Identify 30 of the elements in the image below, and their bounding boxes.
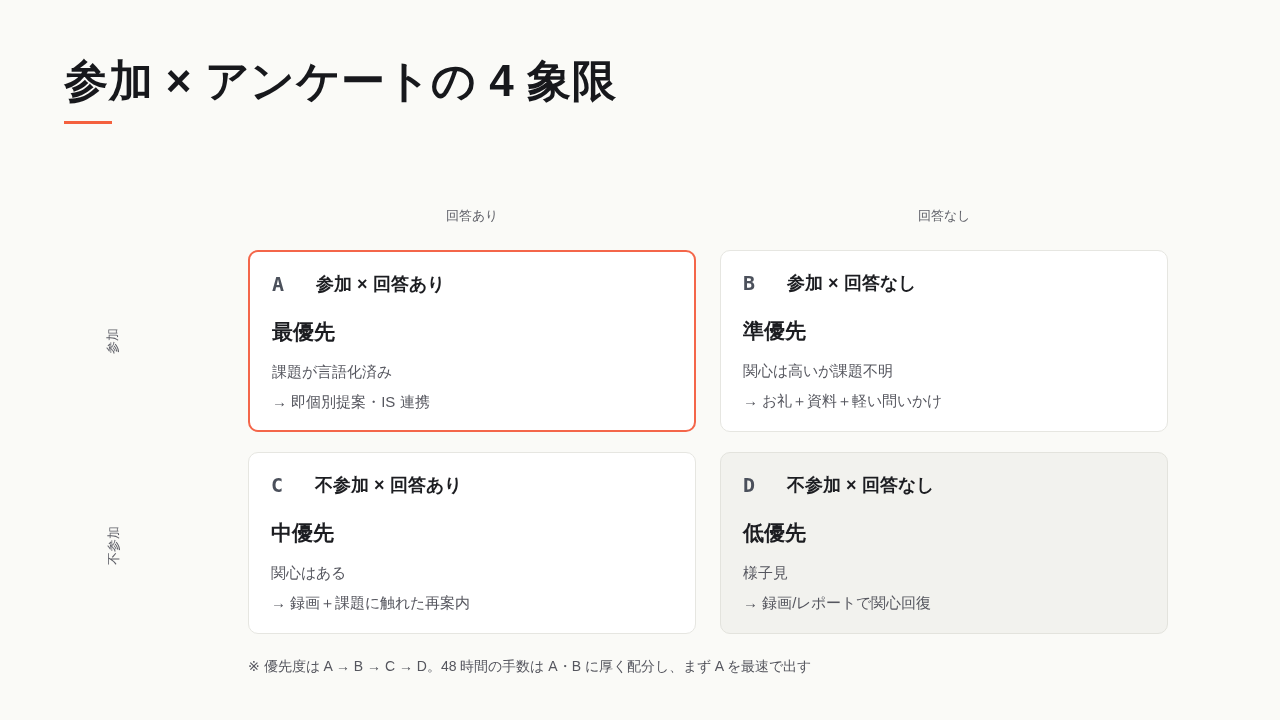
priority-label: 準優先 [743, 318, 806, 344]
description-text: 様子見 [743, 563, 788, 583]
quadrant-heading: 参加 × 回答なし [787, 272, 916, 295]
priority-label: 低優先 [743, 520, 806, 546]
quadrant-card [248, 250, 696, 432]
priority-label: 中優先 [271, 520, 334, 546]
action-text: → 録画＋課題に触れた再案内 [271, 593, 471, 613]
quadrant-card [248, 452, 696, 634]
description-text: 関心はある [271, 563, 346, 583]
quadrant-heading: 不参加 × 回答なし [787, 474, 934, 497]
quadrant-heading: 不参加 × 回答あり [315, 474, 462, 497]
description-text: 関心は高いが課題不明 [743, 361, 893, 381]
column-header: 回答なし [918, 208, 970, 224]
description-text: 課題が言語化済み [272, 362, 392, 382]
priority-label: 最優先 [272, 319, 335, 345]
action-text: → お礼＋資料＋軽い問いかけ [743, 391, 943, 411]
quadrant-letter: C [271, 472, 284, 498]
quadrant-letter: A [272, 271, 285, 297]
row-label: 不参加 [105, 525, 121, 565]
row-label: 参加 [105, 328, 121, 354]
quadrant-letter: D [743, 472, 756, 498]
quadrant-heading: 参加 × 回答あり [316, 273, 445, 296]
quadrant-letter: B [743, 270, 756, 296]
quadrant-card [720, 250, 1168, 432]
page-title: 参加 × アンケートの 4 象限 [64, 55, 617, 107]
footnote-text: ※ 優先度は A → B → C → D。48 時間の手数は A・B に厚く配分し、まず A を最速で出す [248, 657, 812, 676]
action-text: → 即個別提案・IS 連携 [272, 392, 430, 412]
action-text: → 録画/レポートで関心回復 [743, 593, 932, 613]
column-header: 回答あり [446, 208, 498, 224]
quadrant-card [720, 452, 1168, 634]
